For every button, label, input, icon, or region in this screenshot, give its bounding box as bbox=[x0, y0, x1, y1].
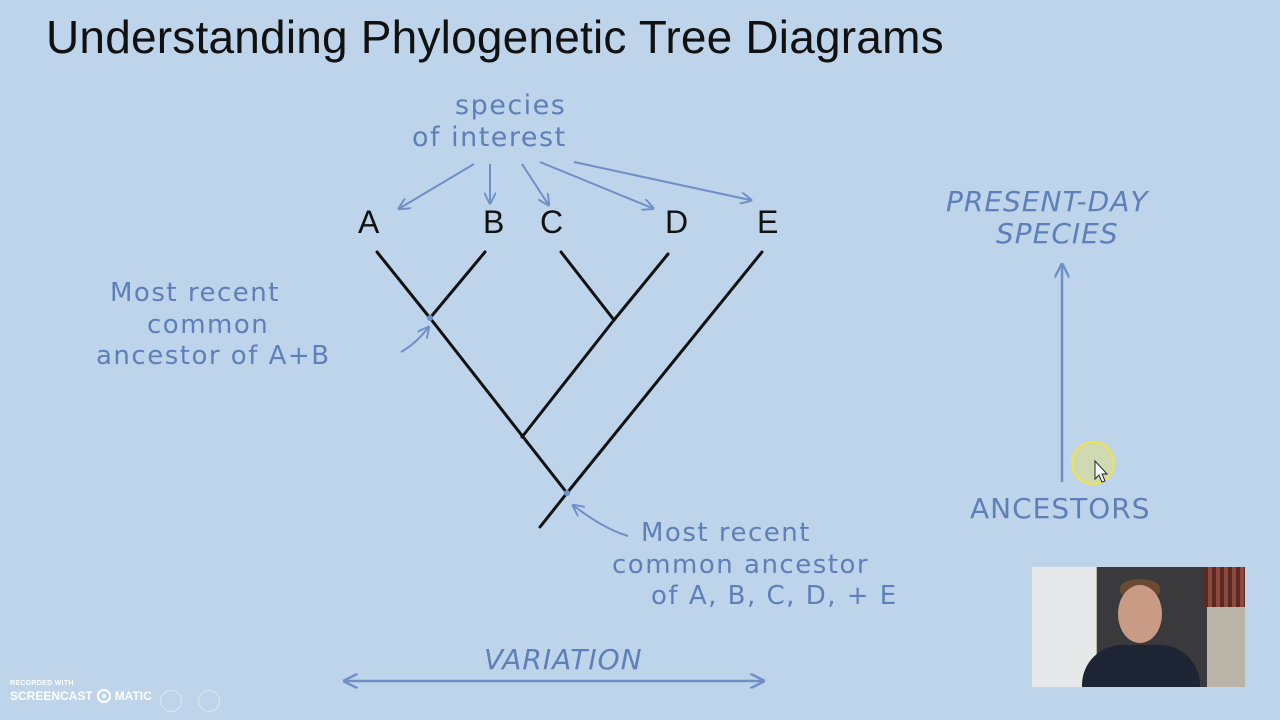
arrow-to-a bbox=[400, 163, 475, 208]
branch-ab-trunk bbox=[428, 316, 569, 495]
branch-cd-trunk bbox=[520, 318, 616, 439]
mrca-all-label-line1: Most recent bbox=[641, 518, 811, 548]
mrca-ab-label-line3: ancestor of A+B bbox=[96, 341, 331, 371]
leaf-e: E bbox=[757, 204, 778, 240]
node-mrca-all bbox=[564, 490, 570, 496]
cursor-highlight bbox=[1071, 441, 1115, 485]
species-arrows bbox=[400, 161, 750, 208]
branch-c bbox=[559, 250, 616, 322]
arrow-to-mrca-ab bbox=[400, 328, 428, 353]
watermark-recorded-with: RECORDED WITH bbox=[10, 680, 74, 687]
arrow-to-c bbox=[521, 163, 548, 204]
branch-root bbox=[538, 491, 569, 529]
watermark-search-icon bbox=[160, 690, 182, 712]
species-label-line2: of interest bbox=[412, 122, 567, 153]
arrow-to-mrca-all bbox=[574, 506, 629, 537]
present-day-label-line2: SPECIES bbox=[996, 217, 1119, 250]
leaf-c: C bbox=[540, 204, 563, 240]
branch-e bbox=[565, 250, 764, 495]
mrca-all-label-line2: common ancestor bbox=[612, 550, 869, 580]
screencast-logo-icon bbox=[96, 689, 111, 703]
mrca-all-label-line3: of A, B, C, D, + E bbox=[651, 581, 898, 611]
cursor-pointer-icon bbox=[1094, 459, 1109, 483]
watermark-more-icon bbox=[198, 690, 220, 712]
arrow-to-d bbox=[539, 161, 652, 208]
present-day-label-line1: PRESENT-DAY bbox=[946, 185, 1149, 218]
screencast-watermark: RECORDED WITH SCREENCAST MATIC bbox=[10, 680, 152, 703]
watermark-brand-left: SCREENCAST bbox=[10, 689, 93, 703]
species-label-line1: species bbox=[455, 90, 566, 121]
branch-b bbox=[428, 250, 487, 320]
variation-label: VARIATION bbox=[484, 643, 643, 676]
ancestors-label: ANCESTORS bbox=[970, 492, 1151, 525]
branch-a bbox=[375, 250, 432, 320]
branch-d bbox=[612, 252, 670, 322]
presenter-face bbox=[1118, 585, 1162, 643]
tree-branches bbox=[375, 250, 764, 529]
watermark-brand-right: MATIC bbox=[114, 689, 152, 703]
slide-title: Understanding Phylogenetic Tree Diagrams bbox=[46, 11, 944, 63]
leaf-a: A bbox=[358, 204, 380, 240]
mrca-ab-label-line2: common bbox=[147, 310, 269, 340]
arrow-to-e bbox=[573, 161, 750, 200]
node-mrca-ab bbox=[427, 315, 433, 321]
mrca-ab-label-line1: Most recent bbox=[110, 278, 280, 308]
leaf-d: D bbox=[665, 204, 688, 240]
webcam-video bbox=[1032, 567, 1245, 687]
leaf-b: B bbox=[483, 204, 504, 240]
